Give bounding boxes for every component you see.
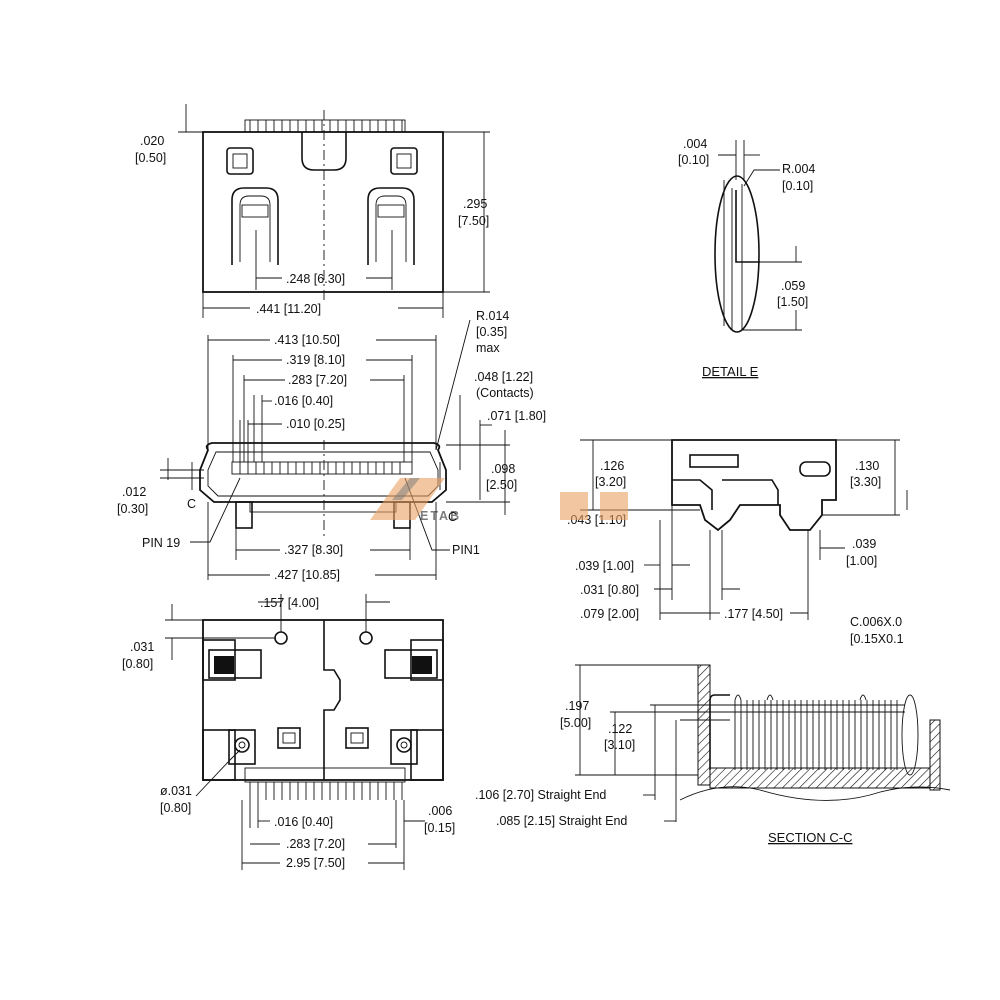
dim-048: .048 [1.22] (474, 370, 533, 384)
dim-500: [5.00] (560, 716, 591, 730)
top-view: .020 [0.50] .295 [7.50] .248 [6.30] .441… (135, 104, 490, 318)
dim-330: [3.30] (850, 475, 881, 489)
dim-427: .427 [10.85] (274, 568, 340, 582)
detail-e-dim-004: .004 (683, 137, 707, 151)
pin1-label: PIN1 (452, 543, 480, 557)
dim-177: .177 [4.50] (724, 607, 783, 621)
dim-441: .441 [11.20] (256, 302, 321, 316)
watermark-text: ETAB (420, 509, 461, 523)
dim-020: .020 (140, 134, 164, 148)
section-cc: .197 [5.00] .122 [3.10] .106 [2.70] Stra… (475, 664, 951, 845)
detail-e-radius-mm: [0.10] (782, 179, 813, 193)
dim-327: .327 [8.30] (284, 543, 343, 557)
dim-085-straight-end: .085 [2.15] Straight End (496, 814, 627, 828)
detail-e-dim-010: [0.10] (678, 153, 709, 167)
detail-e: .004 [0.10] R.004 [0.10] .059 [1.50] DET… (678, 137, 815, 379)
dim-071: .071 [1.80] (487, 409, 546, 423)
dim-295-bottom: 2.95 [7.50] (286, 856, 345, 870)
dim-310: [3.10] (604, 738, 635, 752)
front-view-contacts (239, 462, 401, 474)
dim-283: .283 [7.20] (288, 373, 347, 387)
bottom-view-pins (249, 782, 403, 800)
top-view-pins (244, 119, 406, 133)
dim-320: [3.20] (595, 475, 626, 489)
chamfer-note: C.006X.0 (850, 615, 902, 629)
detail-e-dim-059: .059 (781, 279, 805, 293)
radius-035: [0.35] (476, 325, 507, 339)
dim-010: .010 [0.25] (286, 417, 345, 431)
dim-250: [2.50] (486, 478, 517, 492)
dim-039a: .039 [1.00] (575, 559, 634, 573)
section-mark-c-right: C (448, 510, 457, 524)
dim-006: .006 (428, 804, 452, 818)
dim-098: .098 (491, 462, 515, 476)
dim-319: .319 [8.10] (286, 353, 345, 367)
dim-030: [0.30] (117, 502, 148, 516)
dim-016-bottom: .016 [0.40] (274, 815, 333, 829)
side-view: .126 [3.20] .130 [3.30] .043 [1.10] .039… (567, 439, 908, 646)
dim-122: .122 (608, 722, 632, 736)
dim-048-note: (Contacts) (476, 386, 534, 400)
dim-283-bottom: .283 [7.20] (286, 837, 345, 851)
dim-130: .130 (855, 459, 879, 473)
dim-050: [0.50] (135, 151, 166, 165)
dim-100b: [1.00] (846, 554, 877, 568)
dim-157: .157 [4.00] (260, 596, 319, 610)
top-view-body (202, 131, 444, 293)
dim-012: .012 (122, 485, 146, 499)
section-mark-c-left: C (187, 497, 196, 511)
dim-079: .079 [2.00] (580, 607, 639, 621)
dim-126: .126 (600, 459, 624, 473)
dim-016: .016 [0.40] (274, 394, 333, 408)
detail-e-radius: R.004 (782, 162, 815, 176)
bottom-view-body (202, 619, 444, 781)
dim-413: .413 [10.50] (274, 333, 340, 347)
watermark-logo: ETAB (370, 478, 628, 523)
dim-039b: .039 (852, 537, 876, 551)
dim-295: .295 (463, 197, 487, 211)
side-view-body (671, 439, 837, 532)
dim-080: [0.80] (122, 657, 153, 671)
bottom-view: .157 [4.00] .031 [0.80] ø.031 [0.80] .01… (122, 594, 455, 870)
pin19-label: PIN 19 (142, 536, 180, 550)
dim-750: [7.50] (458, 214, 489, 228)
detail-e-title: DETAIL E (702, 364, 759, 379)
dim-031: .031 (130, 640, 154, 654)
front-view: .413 [10.50] .319 [8.10] .283 [7.20] .01… (117, 309, 546, 582)
dim-phi080: [0.80] (160, 801, 191, 815)
section-cc-title: SECTION C-C (768, 830, 853, 845)
radius-r014: R.014 (476, 309, 509, 323)
dim-248: .248 [6.30] (286, 272, 345, 286)
chamfer-note-mm: [0.15X0.1 (850, 632, 904, 646)
dim-106-straight-end: .106 [2.70] Straight End (475, 788, 606, 802)
dim-phi031: ø.031 (160, 784, 192, 798)
dim-197: .197 (565, 699, 589, 713)
dim-031-side: .031 [0.80] (580, 583, 639, 597)
radius-max: max (476, 341, 500, 355)
detail-e-dim-150: [1.50] (777, 295, 808, 309)
dim-015: [0.15] (424, 821, 455, 835)
